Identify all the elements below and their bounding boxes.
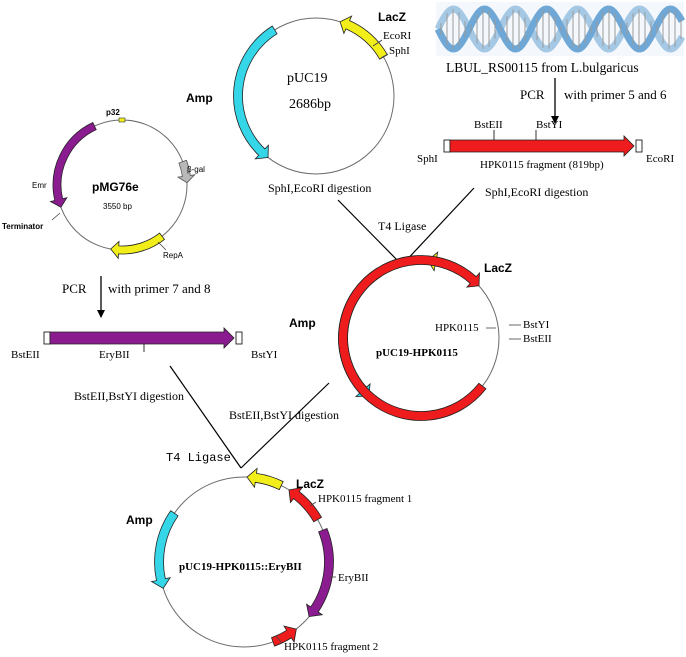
final-frag2-label: HPK0115 fragment 2 bbox=[284, 641, 378, 653]
p32-promoter bbox=[118, 117, 126, 123]
digest-bst-left: BstEII,BstYI digestion bbox=[74, 389, 184, 403]
puc19-lacz-label: LacZ bbox=[378, 10, 406, 24]
final-hpk-fragment-1 bbox=[288, 487, 323, 523]
fragment2-bstyi-label: BstYI bbox=[251, 349, 278, 361]
final-lacz-gene bbox=[246, 467, 284, 491]
puc19-hpk0115-bsteii-label: BstEII bbox=[523, 333, 552, 345]
converge-line-left-1 bbox=[337, 199, 403, 266]
plasmid-pmg76e: p32 pMG76e 3550 bp β-gal Emr Terminator … bbox=[2, 108, 205, 260]
fragment1-right-end bbox=[635, 139, 643, 153]
puc19-hpk0115-hpk-label: HPK0115 bbox=[435, 322, 479, 334]
digest-sphi-ecori-left: SphI,EcoRI digestion bbox=[268, 181, 371, 195]
pmg76e-repa-label: RepA bbox=[163, 251, 184, 260]
plasmid-final: Amp LacZ HPK0115 fragment 1 EryBII HPK01… bbox=[126, 467, 412, 653]
pmg76e-repa-gene bbox=[110, 232, 166, 260]
fragment1-sphi-label: SphI bbox=[417, 153, 438, 165]
puc19-hpk0115-hpk-gene bbox=[338, 255, 487, 421]
frag1-tick bbox=[309, 501, 317, 507]
puc19-hpk0115-bstyi-label: BstYI bbox=[523, 319, 550, 331]
fragment1-left-end bbox=[443, 139, 451, 153]
converge-line-left-2 bbox=[169, 365, 242, 469]
puc19-name: pUC19 bbox=[287, 71, 327, 86]
sphi-tick bbox=[380, 53, 389, 59]
pcr1-label: PCR bbox=[520, 87, 545, 102]
puc19-hpk0115-name: pUC19-HPK0115 bbox=[376, 347, 458, 359]
repa-tick bbox=[157, 241, 167, 251]
puc19-ecori-label: EcoRI bbox=[383, 30, 411, 42]
puc19-amp-label: Amp bbox=[186, 91, 213, 105]
final-hpk-fragment-2 bbox=[270, 625, 297, 647]
pcr2-label: PCR bbox=[62, 281, 87, 296]
fragment1-bstyi-label: BstYI bbox=[536, 119, 563, 131]
fragment1-arrow bbox=[449, 135, 635, 157]
puc19-lacz-gene bbox=[339, 15, 388, 60]
converge-line-right-2 bbox=[240, 382, 330, 469]
puc19-sphi-label: SphI bbox=[389, 45, 410, 57]
pmg76e-terminator-label: Terminator bbox=[2, 222, 43, 231]
fragment2-right-end bbox=[235, 331, 243, 345]
final-amp-label: Amp bbox=[126, 513, 153, 527]
frag2-tick bbox=[275, 635, 283, 644]
fragment2-left-end bbox=[43, 331, 51, 345]
terminator-tick bbox=[51, 212, 61, 221]
pmg76e-emr-gene bbox=[49, 121, 97, 208]
plasmid-puc19: pUC19 2686bp Amp LacZ EcoRI SphI bbox=[186, 10, 411, 175]
final-name: pUC19-HPK0115::EryBII bbox=[179, 561, 302, 573]
helix-rungs bbox=[440, 9, 682, 49]
puc19-hpk0115-amp-label: Amp bbox=[289, 316, 316, 330]
pmg76e-bgal-label: β-gal bbox=[187, 165, 205, 174]
fragment-hpk0115: BstEII BstYI HPK0115 fragment (819bp) Sp… bbox=[417, 119, 674, 171]
puc19-amp-gene bbox=[233, 25, 278, 160]
digest-bst-right: BstEII,BstYI digestion bbox=[229, 408, 339, 422]
pcr1-primer-label: with primer 5 and 6 bbox=[564, 87, 667, 102]
fragment1-name: HPK0115 fragment (819bp) bbox=[480, 159, 604, 171]
fragment1-bsteii-label: BstEII bbox=[474, 119, 503, 131]
pmg76e-emr-label: Emr bbox=[32, 181, 47, 190]
final-erybii-gene bbox=[306, 527, 334, 618]
final-lacz-label: LacZ bbox=[296, 477, 324, 491]
puc19-hpk0115-lacz-label: LacZ bbox=[484, 261, 512, 275]
puc19-size: 2686bp bbox=[289, 97, 331, 112]
pmg76e-size: 3550 bp bbox=[103, 202, 132, 211]
pmg76e-bgal-gene bbox=[176, 159, 196, 184]
fragment2-erybii-label: EryBII bbox=[99, 349, 130, 361]
t4-ligase-2: T4 Ligase bbox=[166, 451, 231, 465]
t4-ligase-1: T4 Ligase bbox=[378, 219, 426, 233]
pmg76e-name: pMG76e bbox=[92, 180, 139, 194]
dna-helix-image bbox=[434, 2, 686, 56]
final-amp-gene bbox=[150, 510, 179, 589]
fragment2-bsteii-label: BstEII bbox=[11, 349, 40, 361]
final-erybii-label: EryBII bbox=[338, 572, 369, 584]
final-frag1-label: HPK0115 fragment 1 bbox=[318, 493, 412, 505]
pmg76e-p32-label: p32 bbox=[106, 108, 120, 117]
helix-strand-a bbox=[434, 5, 686, 53]
helix-strand-b bbox=[434, 5, 686, 53]
fragment-erybii: BstEII EryBII BstYI bbox=[11, 327, 278, 361]
pcr2-primer-label: with primer 7 and 8 bbox=[108, 281, 211, 296]
plasmid-puc19-hpk0115: Amp LacZ HPK0115 BstYI BstEII pUC19-HPK0… bbox=[289, 251, 552, 421]
fragment2-arrow bbox=[49, 327, 235, 349]
fragment1-ecori-label: EcoRI bbox=[646, 153, 674, 165]
digest-sphi-ecori-right: SphI,EcoRI digestion bbox=[485, 185, 588, 199]
converge-line-right-1 bbox=[401, 187, 475, 266]
dna-source-label: LBUL_RS00115 from L.bulgaricus bbox=[446, 60, 639, 75]
ecori-tick bbox=[372, 39, 383, 47]
